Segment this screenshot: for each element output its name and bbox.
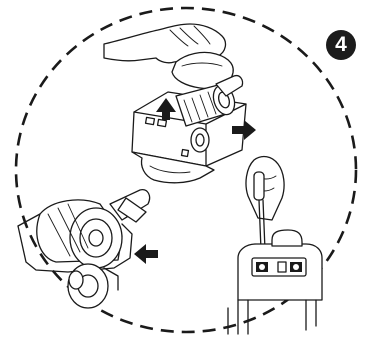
wheel — [68, 264, 108, 308]
right-panel-unscrew — [228, 157, 322, 334]
housing-latch — [278, 262, 286, 272]
arrow-left-icon — [134, 244, 158, 264]
screw-icon — [290, 262, 302, 272]
left-panel-brush-housing — [18, 190, 158, 308]
screw-icon — [256, 262, 268, 272]
brush-roller-icon — [37, 200, 122, 268]
hand-icon — [246, 157, 284, 220]
step-number-badge: 4 — [326, 30, 356, 60]
handle-housing — [228, 230, 322, 334]
top-panel-lift-cover — [104, 24, 256, 183]
